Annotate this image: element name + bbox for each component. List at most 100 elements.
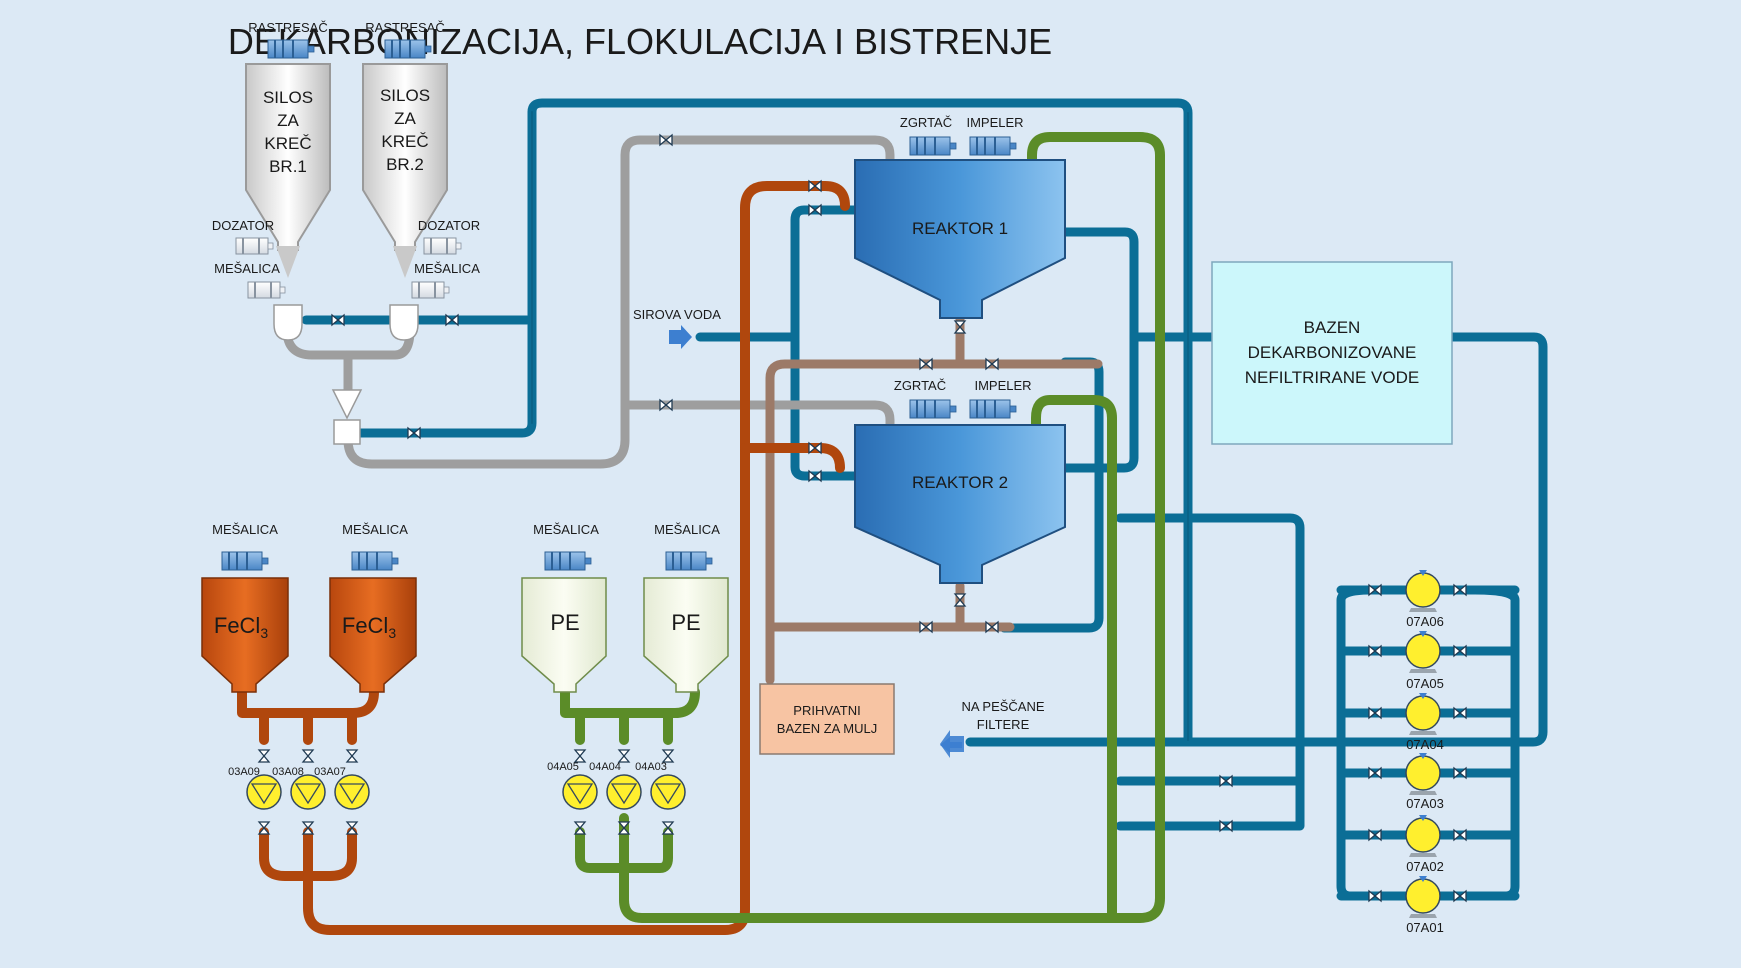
pump-icon	[1405, 814, 1441, 858]
silo-1-mixer-label: MEŠALICA	[214, 261, 280, 276]
reactor-1-name: REAKTOR 1	[912, 219, 1008, 238]
silo-1-dozer-label: DOZATOR	[212, 218, 274, 233]
pe-1-mixer-label: MEŠALICA	[533, 522, 599, 537]
fecl3-main	[303, 181, 850, 935]
pump-icon	[606, 774, 642, 810]
silo-1: RASTRESAČ SILOS ZA KREČ BR.1 DOZATOR MEŠ…	[212, 20, 331, 341]
lime-pipe-mixers	[282, 325, 415, 360]
pe-tank-1: MEŠALICA PE	[521, 522, 607, 693]
pump-tag-07a05: 07A05	[1406, 676, 1444, 691]
pe-pumps: 04A05 04A04 04A03	[547, 761, 686, 810]
sludge-pool-line-1: PRIHVATNI	[793, 703, 860, 718]
filters-line-2: FILTERE	[977, 717, 1030, 732]
silo-2: RASTRESAČ SILOS ZA KREČ BR.2 DOZATOR MEŠ…	[362, 20, 480, 341]
water-pipe-reactor-feed	[790, 205, 860, 481]
pe-drops	[575, 708, 673, 745]
silo-1-line-4: BR.1	[269, 157, 307, 176]
water-pipe-outflow	[1060, 227, 1139, 473]
fecl3-2-subscript: 3	[388, 625, 396, 641]
svg-text:FeCl3: FeCl3	[214, 613, 268, 641]
svg-text:FeCl3: FeCl3	[342, 613, 396, 641]
silo-2-line-1: SILOS	[380, 86, 430, 105]
page-title: DEKARBONIZACIJA, FLOKULACIJA I BISTRENJE	[228, 21, 1052, 62]
reactor-2: ZGRTAČ IMPELER REAKTOR 2	[854, 378, 1066, 584]
raw-water-inlet: SIROVA VODA	[633, 307, 721, 349]
fecl3-1-mixer-label: MEŠALICA	[212, 522, 278, 537]
pe-header	[560, 687, 700, 718]
pump-icon	[1405, 752, 1441, 796]
fecl3-collector	[259, 827, 357, 881]
silo-2-line-4: BR.2	[386, 155, 424, 174]
pump-icon	[1405, 692, 1441, 736]
pump-tag-07a02: 07A02	[1406, 859, 1444, 874]
pump-tag-03a07: 03A07	[314, 766, 346, 778]
lime-pipe-r1	[343, 135, 895, 469]
reactor-1: ZGRTAČ IMPELER REAKTOR 1	[854, 115, 1066, 319]
reactor-1-impeller-label: IMPELER	[966, 115, 1023, 130]
pe-2-mixer-label: MEŠALICA	[654, 522, 720, 537]
pump-icon	[290, 774, 326, 810]
reactor-1-scraper-label: ZGRTAČ	[900, 115, 952, 130]
pe-1-label: PE	[550, 610, 579, 635]
fecl3-1-subscript: 3	[260, 625, 268, 641]
pump-tag-03a09: 03A09	[228, 766, 260, 778]
sludge-pipe-main	[765, 359, 965, 685]
fecl3-drops	[259, 708, 357, 745]
silo-2-mixer-label: MEŠALICA	[414, 261, 480, 276]
sludge-pipe-r1	[955, 307, 1103, 369]
pump-tag-03a08: 03A08	[272, 766, 304, 778]
fecl3-1-label: FeCl	[214, 613, 260, 638]
fecl3-2-mixer-label: MEŠALICA	[342, 522, 408, 537]
raw-water-arrow-icon	[669, 325, 692, 349]
pump-icon	[334, 774, 370, 810]
filters-line-1: NA PEŠČANE	[961, 699, 1044, 714]
pump-tag-04a04: 04A04	[589, 761, 621, 773]
silo-1-line-2: ZA	[277, 111, 299, 130]
pump-icon	[1405, 630, 1441, 674]
silo-2-mixer-tank	[389, 304, 419, 341]
reactor-2-name: REAKTOR 2	[912, 473, 1008, 492]
fecl3-pumps: 03A09 03A08 03A07	[228, 766, 370, 810]
water-pipe-top	[340, 98, 1193, 745]
silo-2-line-2: ZA	[394, 109, 416, 128]
reactor-2-impeller-label: IMPELER	[974, 378, 1031, 393]
pool-line-1: BAZEN	[1304, 318, 1361, 337]
silo-2-line-3: KREČ	[381, 132, 428, 151]
lime-pipe-r2	[620, 400, 895, 430]
fecl3-2-label: FeCl	[342, 613, 388, 638]
pe-tank-2: MEŠALICA PE	[643, 522, 729, 693]
sand-filters-outlet: NA PEŠČANE FILTERE	[940, 699, 1045, 758]
lime-dosing-junction	[331, 389, 363, 445]
decarbonized-water-pool: BAZEN DEKARBONIZOVANE NEFILTRIRANE VODE	[1211, 261, 1453, 445]
pump-icon	[246, 774, 282, 810]
pump-tag-07a03: 07A03	[1406, 796, 1444, 811]
fecl3-tank-2: MEŠALICA FeCl3	[329, 522, 417, 693]
silo-2-dozer-label: DOZATOR	[418, 218, 480, 233]
raw-water-label: SIROVA VODA	[633, 307, 721, 322]
water-pipe-pool-out	[1446, 332, 1548, 747]
reactor-2-scraper-label: ZGRTAČ	[894, 378, 946, 393]
pe-main	[619, 132, 1165, 923]
pump-tag-07a01: 07A01	[1406, 920, 1444, 935]
silo-2-scatterer-label: RASTRESAČ	[365, 20, 444, 35]
sludge-pool-line-2: BAZEN ZA MULJ	[777, 721, 877, 736]
pe-r2	[1031, 395, 1117, 923]
main-pumps: 07A06 07A05 07A04 07A03 07A02 07A01	[1405, 569, 1444, 935]
pump-icon	[650, 774, 686, 810]
pump-icon	[562, 774, 598, 810]
silo-1-scatterer-label: RASTRESAČ	[248, 20, 327, 35]
pool-line-2: DEKARBONIZOVANE	[1248, 343, 1417, 362]
pump-tag-04a05: 04A05	[547, 761, 579, 773]
silo-1-line-3: KREČ	[264, 134, 311, 153]
silo-1-mixer-tank	[273, 304, 303, 341]
pump-icon	[1405, 569, 1441, 613]
pump-tag-07a04: 07A04	[1406, 737, 1444, 752]
pump-tag-04a03: 04A03	[635, 761, 667, 773]
silo-1-line-1: SILOS	[263, 88, 313, 107]
fecl3-tank-1: MEŠALICA FeCl3	[201, 522, 289, 693]
pump-icon	[1405, 875, 1441, 919]
water-pipe-bypass	[1115, 513, 1305, 831]
pool-line-3: NEFILTRIRANE VODE	[1245, 368, 1419, 387]
